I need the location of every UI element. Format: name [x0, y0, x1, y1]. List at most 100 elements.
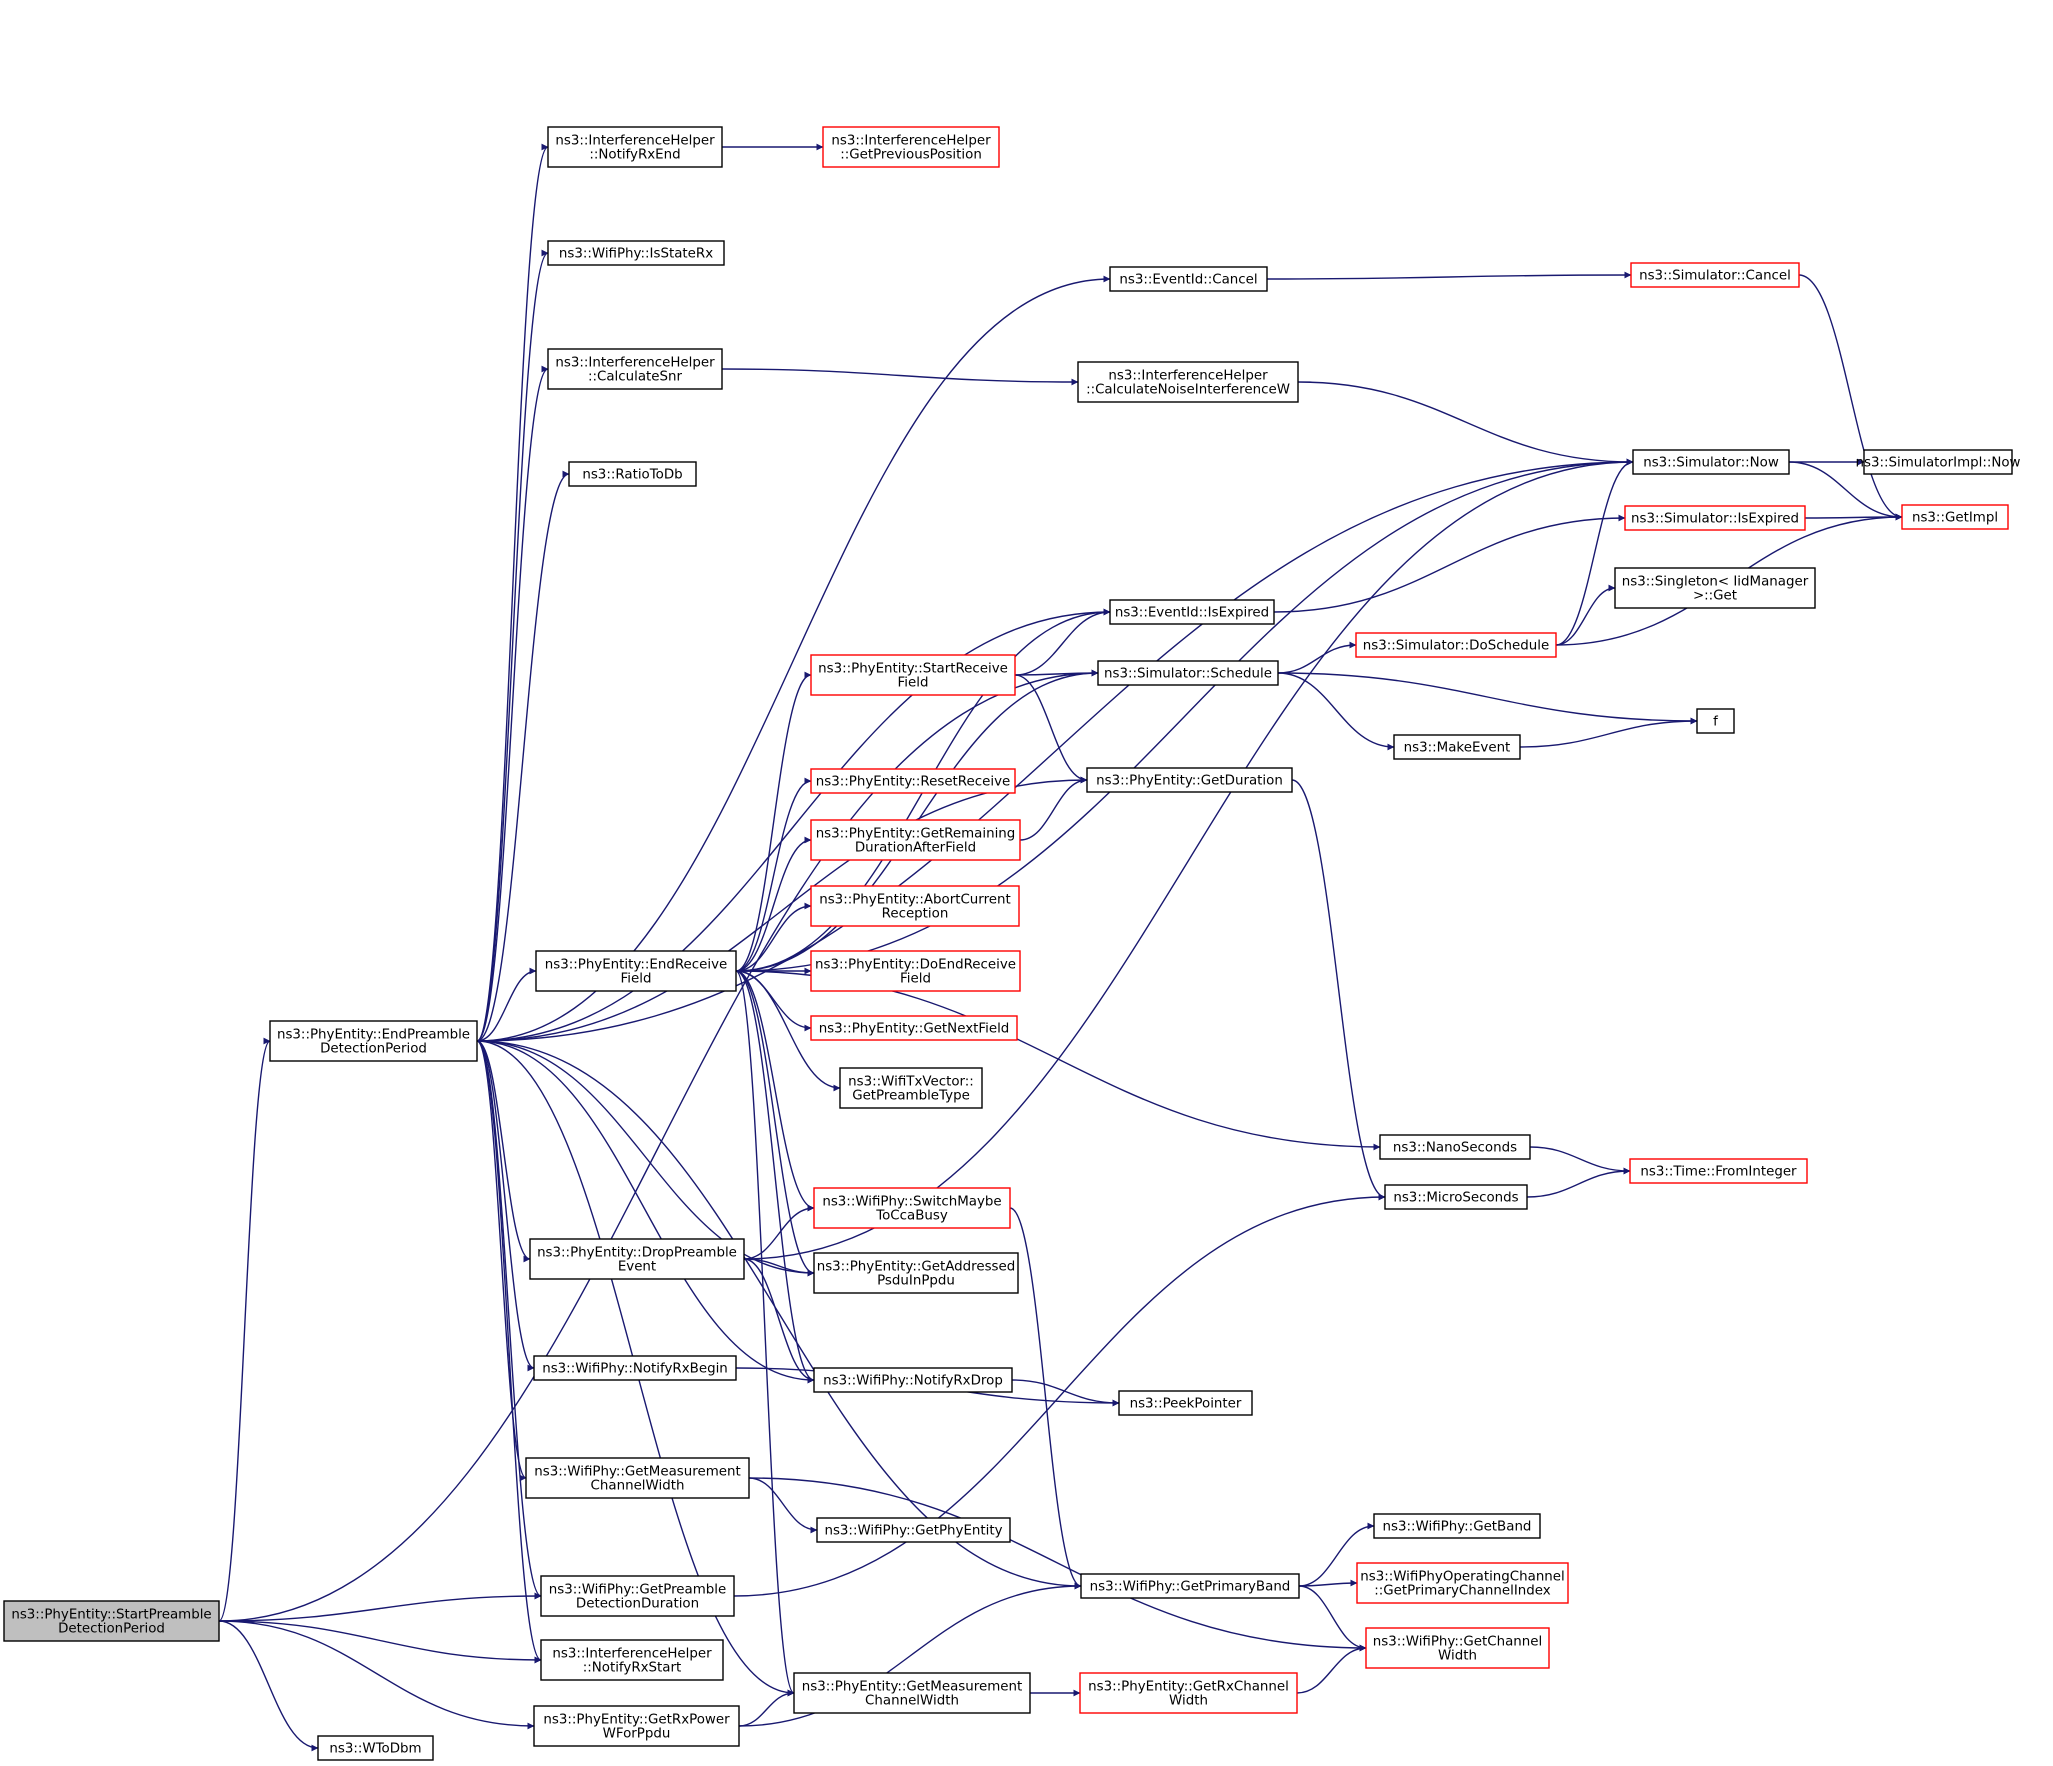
call-edges — [218, 143, 1903, 1752]
edge-sim-cancel-to-get-impl — [1798, 274, 1903, 521]
node-label: ns3::WifiPhy::SwitchMaybe — [822, 1195, 1001, 1210]
edge-end-receive-field-to-reset-receive — [735, 777, 812, 972]
node-label: GetPreambleType — [852, 1089, 970, 1104]
node-label: ns3::WifiPhy::IsStateRx — [559, 247, 713, 262]
node-label: ns3::PhyEntity::ResetReceive — [816, 775, 1010, 790]
edge-end-receive-field-to-switch-maybe — [735, 970, 815, 1212]
edge-end-preamble-to-get-duration — [476, 776, 1088, 1042]
edge-end-preamble-to-get-primary-band — [476, 1040, 1082, 1590]
node-sim-now[interactable]: ns3::Simulator::Now — [1632, 449, 1790, 475]
node-label: ChannelWidth — [591, 1479, 685, 1494]
node-micro-seconds[interactable]: ns3::MicroSeconds — [1384, 1184, 1528, 1210]
node-label: Width — [1438, 1649, 1477, 1664]
node-f[interactable]: f — [1696, 708, 1735, 734]
node-from-integer[interactable]: ns3::Time::FromInteger — [1629, 1158, 1808, 1184]
node-label: Event — [618, 1260, 656, 1275]
node-ih-notify-rx-start[interactable]: ns3::InterferenceHelper::NotifyRxStart — [540, 1639, 724, 1681]
edge-get-rx-channel-width-to-get-channel-width — [1296, 1644, 1367, 1694]
node-label: ns3::WifiPhy::GetBand — [1383, 1520, 1532, 1535]
edge-end-preamble-to-notify-rx-drop — [476, 1040, 815, 1384]
edge-switch-maybe-to-get-primary-band — [1009, 1207, 1082, 1590]
node-box — [547, 348, 723, 390]
node-sim-do-schedule[interactable]: ns3::Simulator::DoSchedule — [1355, 632, 1557, 658]
node-get-duration[interactable]: ns3::PhyEntity::GetDuration — [1086, 767, 1293, 793]
node-label: ns3::WifiPhy::GetChannel — [1373, 1635, 1542, 1650]
node-get-preamble-det-dur[interactable]: ns3::WifiPhy::GetPreambleDetectionDurati… — [540, 1575, 735, 1617]
node-label: WForPpdu — [603, 1727, 671, 1742]
node-make-event[interactable]: ns3::MakeEvent — [1393, 734, 1521, 760]
edge-end-receive-field-to-pe-get-meas-cw — [735, 970, 795, 1697]
node-ih-get-prev-pos[interactable]: ns3::InterferenceHelper::GetPreviousPosi… — [822, 126, 1000, 168]
node-ratio-to-db[interactable]: ns3::RatioToDb — [568, 461, 697, 487]
node-box — [547, 240, 725, 266]
node-box — [1365, 1627, 1550, 1669]
node-label: ns3::WifiPhy::GetPhyEntity — [824, 1524, 1002, 1539]
node-wifiphy-is-state-rx[interactable]: ns3::WifiPhy::IsStateRx — [547, 240, 725, 266]
node-get-remaining[interactable]: ns3::PhyEntity::GetRemainingDurationAfte… — [810, 819, 1021, 861]
node-sim-is-expired[interactable]: ns3::Simulator::IsExpired — [1624, 505, 1806, 531]
edge-drop-preamble-to-get-addressed — [743, 1258, 815, 1277]
node-label: ns3::RatioToDb — [582, 468, 682, 483]
node-get-preamble-type[interactable]: ns3::WifiTxVector::GetPreambleType — [839, 1067, 983, 1109]
node-label: ns3::Simulator::Cancel — [1639, 269, 1791, 284]
edge-end-preamble-to-get-preamble-det-dur — [476, 1040, 542, 1600]
node-ih-notify-rx-end[interactable]: ns3::InterferenceHelper::NotifyRxEnd — [547, 126, 723, 168]
edge-get-rx-power-to-get-primary-band — [738, 1582, 1082, 1727]
node-ih-calc-snr[interactable]: ns3::InterferenceHelper::CalculateSnr — [547, 348, 723, 390]
node-sim-cancel[interactable]: ns3::Simulator::Cancel — [1630, 262, 1800, 288]
node-peek-pointer[interactable]: ns3::PeekPointer — [1118, 1390, 1253, 1416]
node-get-next-field[interactable]: ns3::PhyEntity::GetNextField — [810, 1015, 1018, 1041]
node-box — [810, 950, 1021, 992]
node-label: ns3::Simulator::DoSchedule — [1363, 639, 1549, 654]
node-notify-rx-drop[interactable]: ns3::WifiPhy::NotifyRxDrop — [813, 1367, 1013, 1393]
node-label: ns3::PhyEntity::GetAddressed — [817, 1260, 1016, 1275]
node-sim-schedule[interactable]: ns3::Simulator::Schedule — [1097, 660, 1279, 686]
node-box — [813, 1187, 1011, 1229]
node-nano-seconds[interactable]: ns3::NanoSeconds — [1379, 1134, 1531, 1160]
node-reset-receive[interactable]: ns3::PhyEntity::ResetReceive — [810, 768, 1016, 794]
node-end-preamble[interactable]: ns3::PhyEntity::EndPreambleDetectionPeri… — [269, 1020, 478, 1062]
node-box — [1379, 1134, 1531, 1160]
node-pe-get-meas-cw[interactable]: ns3::PhyEntity::GetMeasurementChannelWid… — [793, 1672, 1031, 1714]
node-label: ns3::PhyEntity::GetMeasurement — [802, 1680, 1022, 1695]
node-label: PsduInPpdu — [877, 1274, 955, 1289]
edge-sim-now-to-get-impl — [1788, 461, 1903, 521]
node-box — [1373, 1513, 1541, 1539]
edge-ih-calc-snr-to-ih-calc-noise — [721, 368, 1079, 386]
edge-notify-rx-drop-to-peek-pointer — [1011, 1379, 1120, 1407]
node-notify-rx-begin[interactable]: ns3::WifiPhy::NotifyRxBegin — [533, 1355, 737, 1381]
node-label: ::NotifyRxStart — [583, 1661, 682, 1676]
node-box — [839, 1067, 983, 1109]
node-box — [810, 768, 1016, 794]
node-get-phy-entity[interactable]: ns3::WifiPhy::GetPhyEntity — [816, 1517, 1011, 1543]
node-eventid-cancel[interactable]: ns3::EventId::Cancel — [1109, 266, 1268, 292]
node-label: ns3::InterferenceHelper — [1108, 369, 1268, 384]
node-label: ns3::Simulator::IsExpired — [1631, 512, 1799, 527]
node-singleton-get[interactable]: ns3::Singleton< IidManager>::Get — [1614, 567, 1816, 609]
node-simimpl-now[interactable]: ns3::SimulatorImpl::Now — [1855, 449, 2021, 475]
edge-start-to-sim-schedule — [218, 669, 1099, 1622]
node-get-primary-channel-index[interactable]: ns3::WifiPhyOperatingChannel::GetPrimary… — [1356, 1562, 1569, 1604]
node-box — [533, 1705, 740, 1747]
node-box — [529, 1238, 745, 1280]
node-get-primary-band[interactable]: ns3::WifiPhy::GetPrimaryBand — [1080, 1573, 1300, 1599]
node-start[interactable]: ns3::PhyEntity::StartPreambleDetectionPe… — [3, 1600, 220, 1642]
node-ih-calc-noise[interactable]: ns3::InterferenceHelper::CalculateNoiseI… — [1077, 361, 1299, 403]
node-eventid-is-expired[interactable]: ns3::EventId::IsExpired — [1109, 599, 1275, 625]
edge-start-to-ih-notify-rx-start — [218, 1620, 542, 1664]
node-get-band[interactable]: ns3::WifiPhy::GetBand — [1373, 1513, 1541, 1539]
node-label: ns3::EventId::Cancel — [1119, 273, 1257, 288]
node-wtodbm[interactable]: ns3::WToDbm — [317, 1735, 434, 1761]
node-get-impl[interactable]: ns3::GetImpl — [1901, 504, 2009, 530]
